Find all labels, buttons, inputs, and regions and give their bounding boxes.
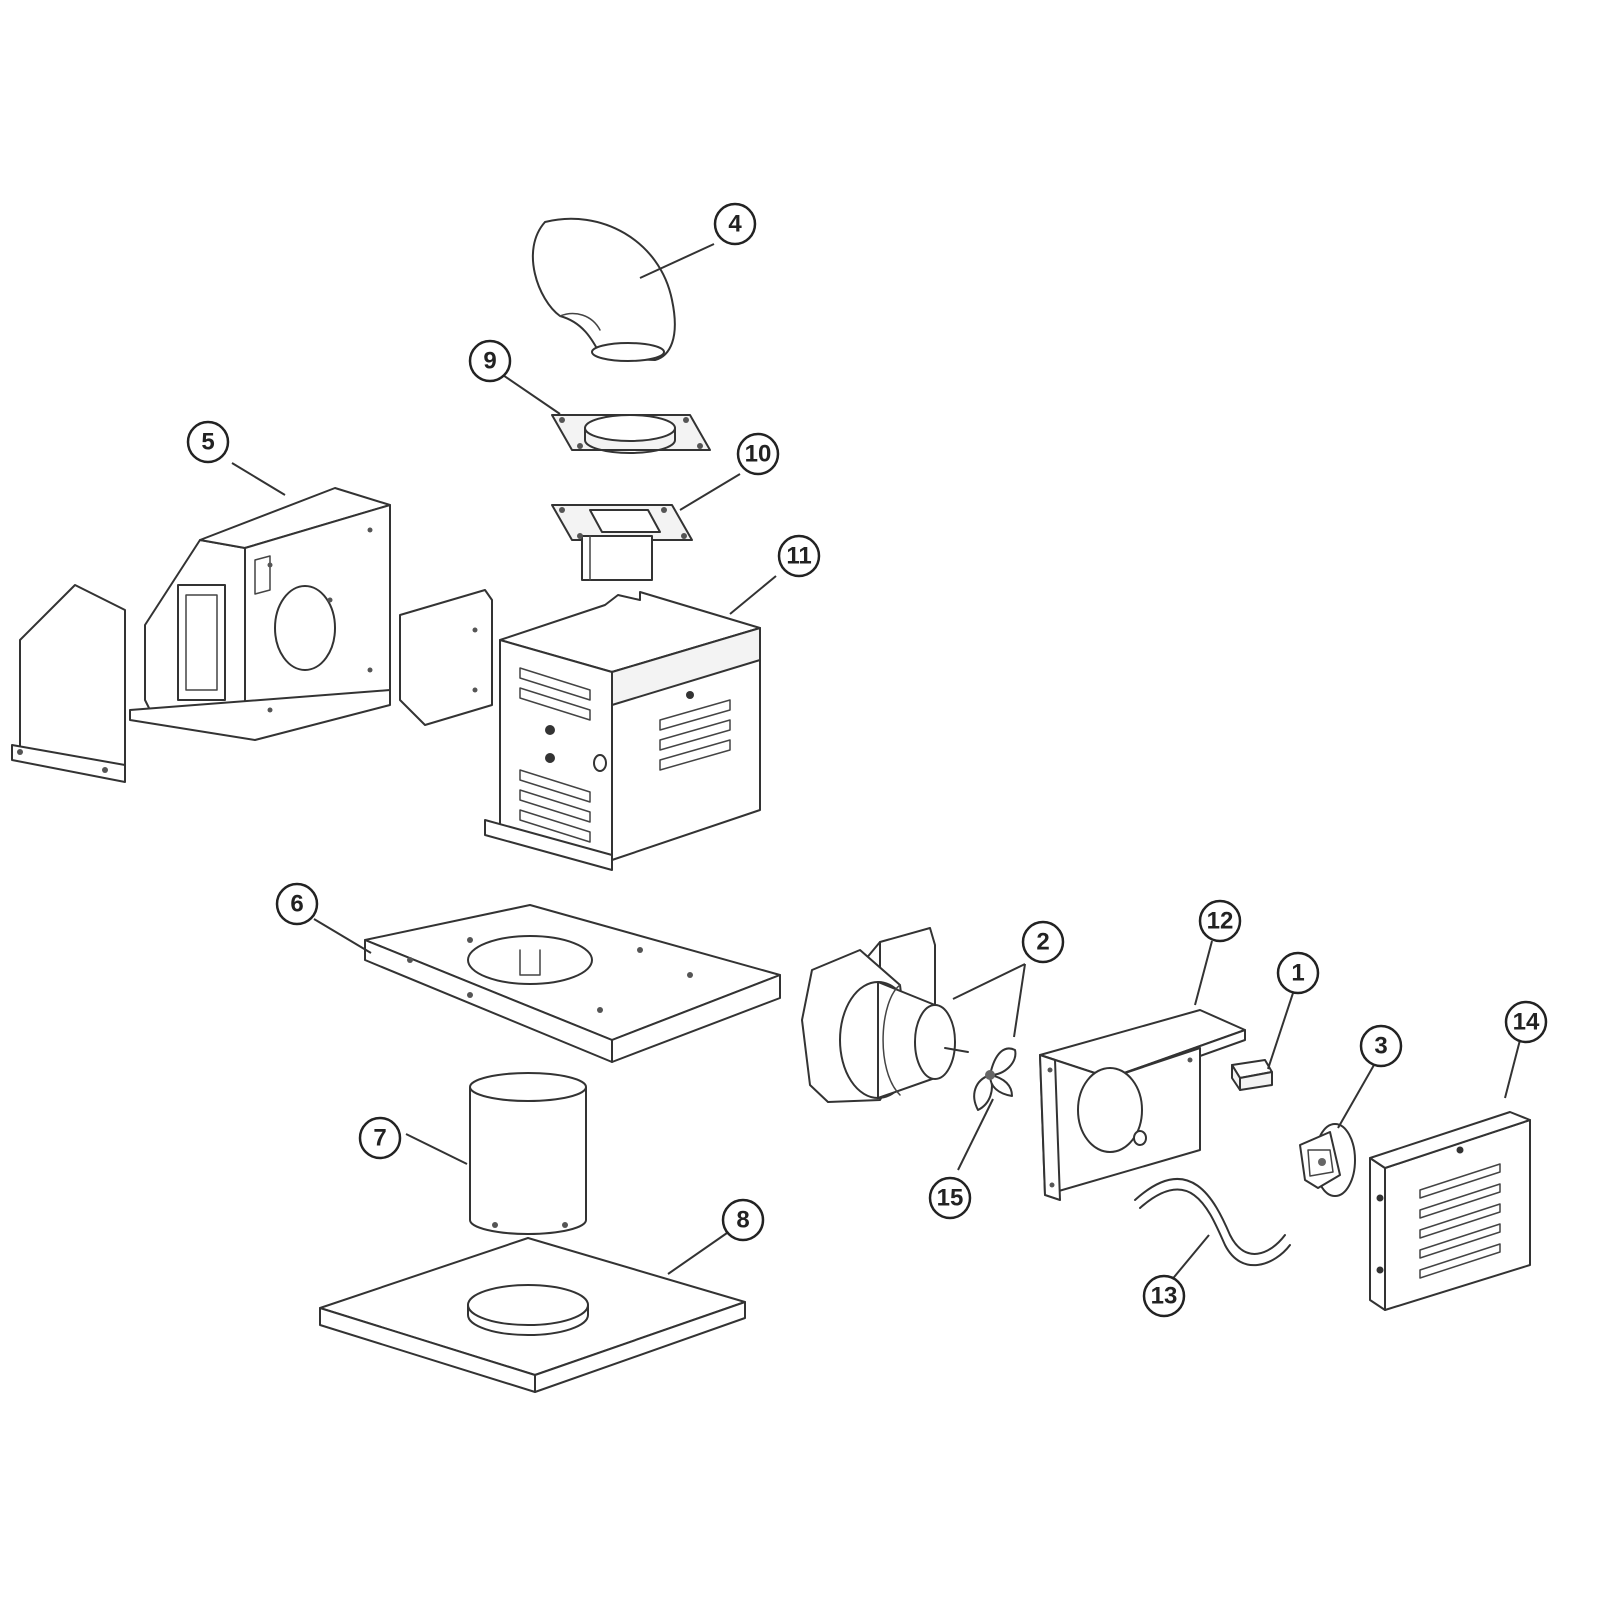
callout-2-label: 2 (1036, 929, 1049, 956)
collar-plate (551, 414, 711, 454)
callout-8-label: 8 (736, 1207, 749, 1234)
bottom-plate (319, 1237, 746, 1393)
callout-15-label: 15 (937, 1185, 964, 1212)
callout-10: 10 (736, 432, 780, 476)
square-collar (551, 504, 693, 581)
callout-5: 5 (186, 420, 230, 464)
callout-4-label: 4 (728, 211, 742, 238)
callout-5-label: 5 (201, 429, 214, 456)
callout-3-label: 3 (1374, 1033, 1387, 1060)
side-housing (11, 487, 493, 783)
callout-13: 13 (1142, 1274, 1186, 1318)
callout-7-label: 7 (373, 1125, 386, 1152)
callout-13-label: 13 (1151, 1283, 1178, 1310)
callout-3: 3 (1359, 1024, 1403, 1068)
cylinder-pipe (469, 1072, 587, 1235)
blower-motor (801, 927, 969, 1103)
callout-6: 6 (275, 882, 319, 926)
leader-lines (231, 243, 1521, 1283)
callout-2: 2 (1021, 920, 1065, 964)
callout-10-label: 10 (745, 441, 772, 468)
callout-11: 11 (777, 534, 821, 578)
callout-7: 7 (358, 1116, 402, 1160)
electrical-component (1231, 1059, 1273, 1091)
callout-14: 14 (1504, 1000, 1548, 1044)
callout-6-label: 6 (290, 891, 303, 918)
callout-9-label: 9 (483, 348, 496, 375)
elbow-pipe (531, 217, 676, 362)
callout-12-label: 12 (1207, 908, 1234, 935)
callout-12: 12 (1198, 899, 1242, 943)
hose (1134, 1177, 1291, 1267)
callout-1-label: 1 (1291, 960, 1304, 987)
callout-11-label: 11 (786, 543, 811, 570)
base-plate (364, 904, 781, 1063)
motor-mount-bracket (1039, 1009, 1246, 1201)
louvered-front-panel (1369, 1111, 1531, 1311)
callout-1: 1 (1276, 951, 1320, 995)
louvered-cover (484, 591, 761, 871)
callout-4: 4 (713, 202, 757, 246)
callout-15: 15 (928, 1176, 972, 1220)
fan-blade (973, 1047, 1017, 1111)
callout-9: 9 (468, 339, 512, 383)
pressure-switch (1299, 1123, 1356, 1197)
callout-14-label: 14 (1513, 1009, 1540, 1036)
callout-8: 8 (721, 1198, 765, 1242)
